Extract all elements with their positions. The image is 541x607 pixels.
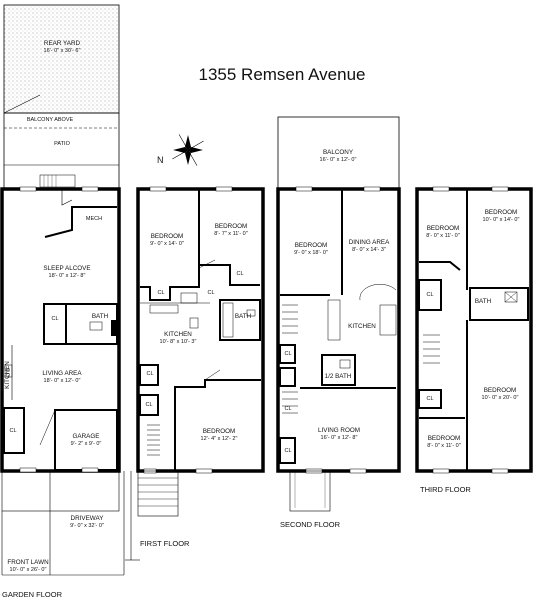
north-arrow-icon [172,134,204,166]
garden-room-garage-dims: 9'- 2" x 9'- 0" [71,441,102,447]
plan-title: 1355 Remsen Avenue [199,65,366,84]
first-room-bedroom3-dims: 12'- 4" x 12'- 2" [201,436,238,442]
third-floor-plan [415,186,533,474]
second-floor-label: SECOND FLOOR [280,520,341,529]
garden-room-sleep-alcove-dims: 18'- 0" x 12'- 8" [49,273,86,279]
second-room-living-dims: 16'- 0" x 12'- 8" [321,435,358,441]
first-room-bedroom3-name: BEDROOM [203,428,236,435]
first-room-bedroom2-name: BEDROOM [215,223,248,230]
garden-room-kitchen-name: KITCHEN [4,361,11,389]
garden-room-rear-yard-name: REAR YARD [44,40,81,47]
third-room-bedroom1-name: BEDROOM [427,225,460,232]
first-room-bath-name: BATH [235,313,252,320]
garden-room-front-lawn-dims: 10'- 0" x 26'- 0" [10,567,47,573]
second-floor-outline [276,187,401,473]
third-room-bedroom1-dims: 8'- 0" x 11'- 0" [426,233,459,239]
garden-room-sleep-alcove-name: SLEEP ALCOVE [43,265,90,272]
stair-icon [147,424,160,456]
garden-room-bath-name: BATH [92,313,109,320]
first-room-cl4-name: CL [146,371,153,377]
first-room-kitchen-dims: 10'- 8" x 10'- 3" [160,339,197,345]
third-room-bedroom2-dims: 10'- 0" x 14'- 0" [483,217,520,223]
second-room-dining-dims: 8'- 0" x 14'- 3" [352,247,386,253]
first-room-bedroom2-dims: 8'- 7" x 11'- 0" [214,231,247,237]
first-room-bedroom1-name: BEDROOM [151,233,184,240]
garden-room-living-area-name: LIVING AREA [42,370,82,377]
first-room-kitchen-name: KITCHEN [164,331,192,338]
second-floor-plan [276,116,401,512]
third-floor-label: THIRD FLOOR [420,485,471,494]
garden-room-cl2-name: CL [9,428,16,434]
north-label: N [157,155,164,165]
first-room-cl2-name: CL [157,290,164,296]
third-room-bedroom4-dims: 8'- 0" x 11'- 0" [427,443,460,449]
second-room-living-name: LIVING ROOM [318,427,360,434]
first-room-cl3-name: CL [207,290,214,296]
garden-floor-plan [0,4,125,576]
first-floor-plan [125,186,265,561]
garden-room-driveway-name: DRIVEWAY [71,515,105,522]
garden-room-balcony-above-name: BALCONY ABOVE [27,117,74,123]
third-room-bedroom4-name: BEDROOM [428,435,461,442]
garden-room-rear-yard-dims: 16'- 0" x 30'- 6" [44,48,81,54]
first-room-cl1-name: CL [236,271,243,277]
garden-room-garage-name: GARAGE [73,433,100,440]
second-room-cl3-name: CL [284,448,291,454]
second-room-kitchen-name: KITCHEN [348,323,376,330]
third-room-cl1-name: CL [426,292,433,298]
garden-room-living-area-dims: 18'- 0" x 12'- 0" [44,378,81,384]
garden-room-driveway-dims: 9'- 0" x 32'- 0" [70,523,104,529]
third-room-bedroom2-name: BEDROOM [485,209,518,216]
second-room-cl1-name: CL [284,351,291,357]
second-room-cl2-name: CL [284,406,291,412]
third-room-cl2-name: CL [426,396,433,402]
third-room-bedroom3-dims: 10'- 0" x 20'- 0" [482,395,519,401]
garden-room-cl1-name: CL [51,316,58,322]
third-floor-outline [415,187,533,473]
third-room-bath-name: BATH [475,298,492,305]
second-room-balcony-dims: 16'- 0" x 12'- 0" [320,157,357,163]
second-room-bedroom-dims: 9'- 0" x 18'- 0" [294,250,328,256]
second-room-bedroom-name: BEDROOM [295,242,328,249]
second-room-dining-name: DINING AREA [349,239,390,246]
garden-floor-label: GARDEN FLOOR [2,590,63,599]
first-room-bedroom1-dims: 9'- 0" x 14'- 0" [150,241,184,247]
garden-room-mech-name: MECH [86,216,102,222]
second-room-half-bath-name: 1/2 BATH [325,373,352,380]
stair-icon [282,304,298,414]
garden-room-patio-name: PATIO [54,141,70,147]
stair-icon [423,334,440,364]
first-floor-label: FIRST FLOOR [140,539,190,548]
second-room-balcony-name: BALCONY [323,149,354,156]
garden-room-front-lawn-name: FRONT LAWN [7,559,49,566]
rear-yard-area [3,4,120,114]
first-room-cl5-name: CL [145,402,152,408]
third-room-bedroom3-name: BEDROOM [484,387,517,394]
